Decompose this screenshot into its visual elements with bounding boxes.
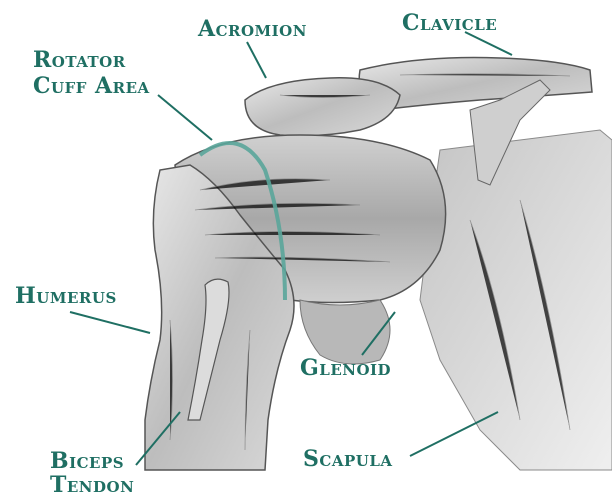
biceps-tendon-label-line2: Tendon bbox=[50, 474, 134, 496]
acromion-label: Acromion bbox=[198, 18, 307, 40]
rotator-cuff-label-line1: Rotator bbox=[33, 49, 126, 71]
acromion-leader bbox=[247, 42, 266, 78]
rotator-cuff-label-line2: Cuff Area bbox=[33, 75, 150, 97]
scapula-bone bbox=[420, 130, 612, 470]
clavicle-label: Clavicle bbox=[402, 12, 497, 34]
acromion-bone bbox=[245, 78, 400, 136]
scapula-label: Scapula bbox=[303, 448, 393, 470]
rotator-cuff-leader bbox=[158, 95, 212, 140]
biceps-tendon-label-line1: Biceps bbox=[50, 450, 124, 472]
humerus-label: Humerus bbox=[15, 285, 117, 307]
humerus-leader bbox=[70, 312, 150, 333]
glenoid-label: Glenoid bbox=[300, 357, 391, 379]
